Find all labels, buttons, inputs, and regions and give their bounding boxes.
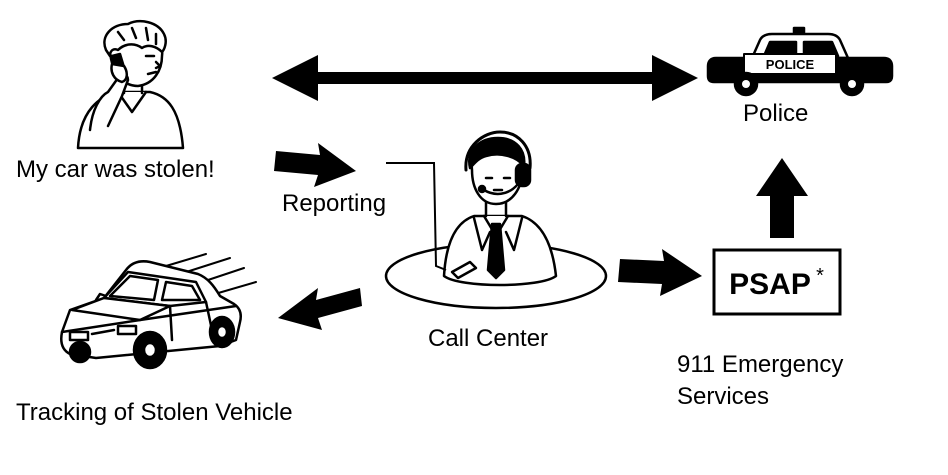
reporting-phone-line — [378, 162, 447, 271]
stolen-car-icon — [60, 253, 257, 370]
police-car-icon — [706, 26, 894, 97]
psap-label: PSAP — [729, 268, 811, 301]
caller-person-icon — [76, 20, 185, 150]
call-center-label: Call Center — [428, 325, 549, 352]
emergency-services-line2: Services — [677, 383, 770, 410]
emergency-services-line1: 911 Emergency — [677, 351, 844, 378]
tracking-arrow — [278, 288, 362, 330]
call-center-to-psap-arrow — [618, 249, 702, 296]
caller-police-double-arrow — [272, 55, 698, 101]
call-center-operator-icon — [384, 130, 608, 310]
psap-box — [712, 248, 842, 316]
tracking-label: Tracking of Stolen Vehicle — [16, 399, 293, 426]
psap-to-police-arrow — [756, 158, 808, 238]
caller-quote-label: My car was stolen! — [16, 156, 215, 183]
reporting-arrow — [274, 143, 356, 187]
reporting-label: Reporting — [282, 190, 387, 217]
police-car-sign-text: POLICE — [766, 57, 815, 72]
police-label: Police — [743, 100, 809, 127]
psap-asterisk: * — [816, 265, 824, 287]
